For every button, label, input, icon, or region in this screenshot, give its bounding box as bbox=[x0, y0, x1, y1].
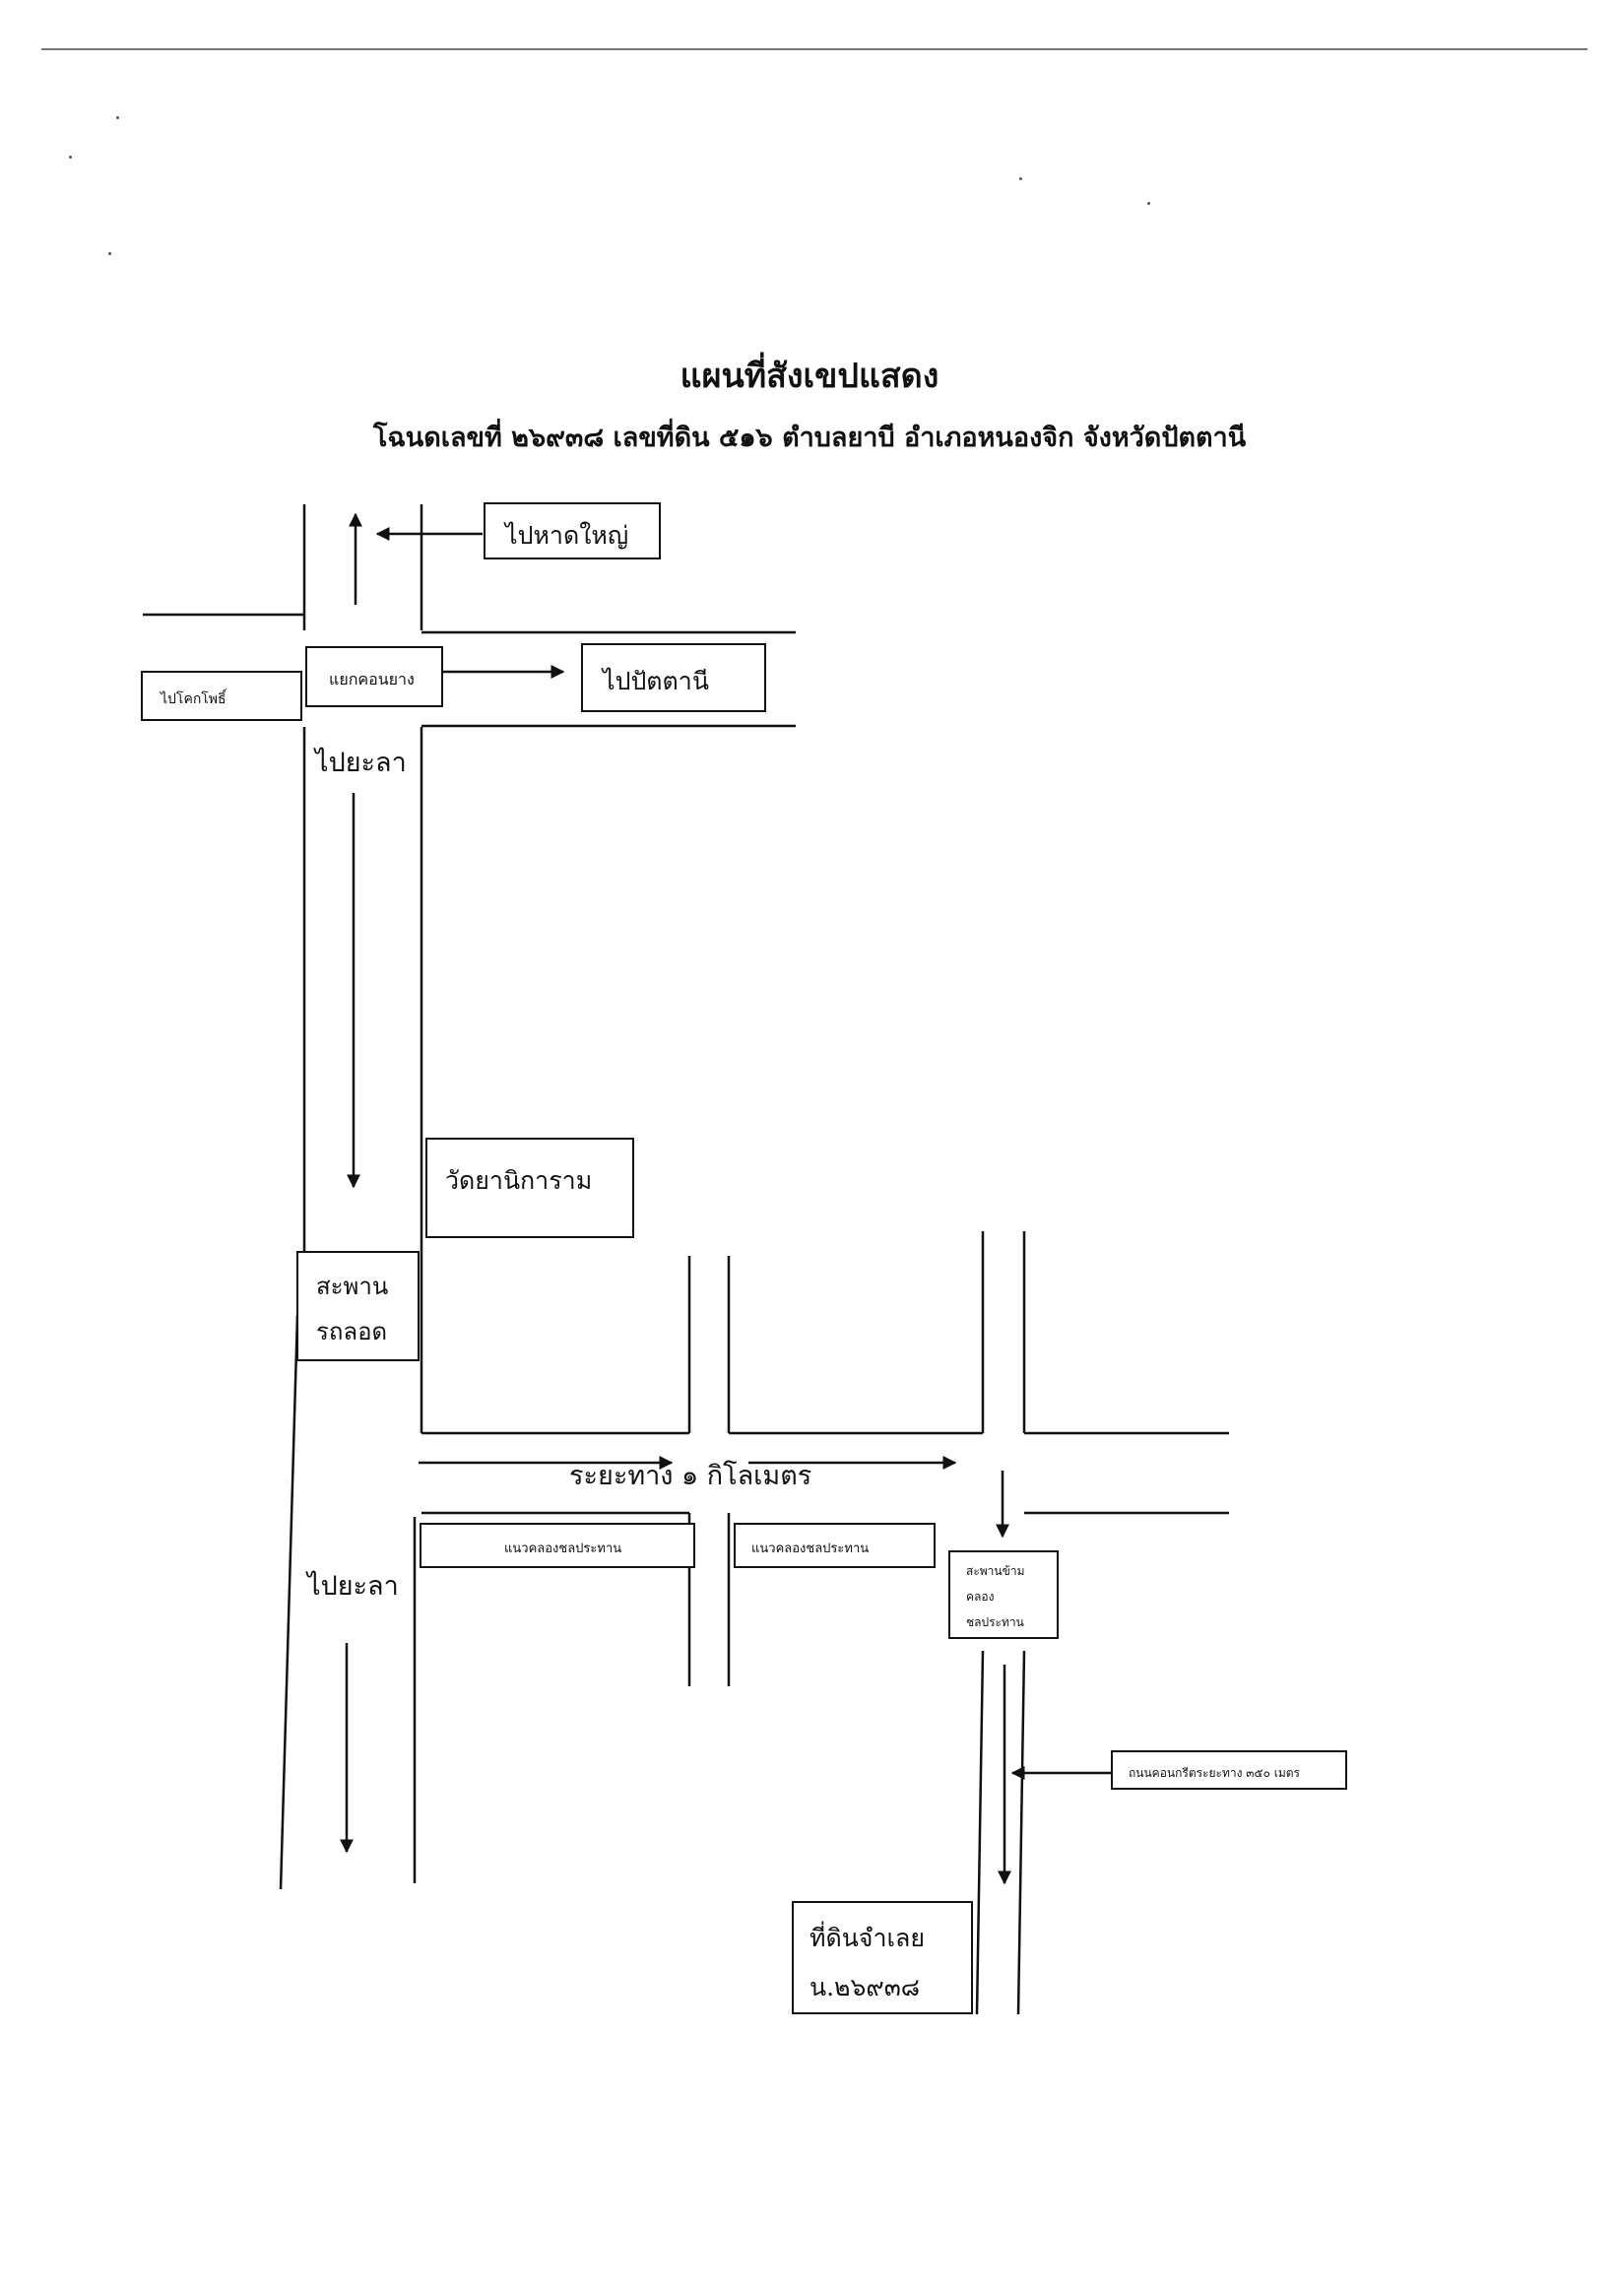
label-box-canal-1: แนวคลองชลประทาน bbox=[420, 1523, 695, 1568]
page-top-rule bbox=[41, 48, 1587, 50]
bridge-label-line2: รถลอด bbox=[316, 1318, 388, 1345]
canal-bridge-line1: สะพานข้าม bbox=[966, 1564, 1025, 1578]
scan-speck bbox=[1147, 202, 1150, 205]
map-title: แผนที่สังเขปแสดง bbox=[680, 357, 939, 396]
land-label-line1: ที่ดินจำเลย bbox=[810, 1924, 926, 1952]
label-box-intersection: แยกคอนยาง bbox=[305, 646, 443, 707]
label-box-temple: วัดยานิการาม bbox=[425, 1138, 634, 1238]
land-label-line2: น.๒๖๙๓๘ bbox=[810, 1973, 921, 2001]
scan-speck bbox=[108, 252, 111, 255]
road-edge bbox=[975, 1650, 985, 2015]
road-edge bbox=[1016, 1650, 1026, 2015]
to-yala-top-label: ไปยะลา bbox=[315, 748, 407, 778]
map-subtitle: โฉนดเลขที่ ๒๖๙๓๘ เลขที่ดิน ๕๑๖ ตำบลยาบี … bbox=[372, 423, 1247, 453]
canal-1-label: แนวคลองชลประทาน bbox=[504, 1542, 622, 1556]
scan-speck bbox=[116, 116, 119, 119]
temple-label: วัดยานิการาม bbox=[445, 1166, 593, 1195]
roads bbox=[143, 504, 1229, 2015]
scan-speck bbox=[69, 156, 72, 159]
concrete-road-label: ถนนคอนกรีตระยะทาง ๓๕๐ เมตร bbox=[1129, 1766, 1300, 1780]
intersection-label: แยกคอนยาง bbox=[329, 670, 415, 689]
canal-bridge-line3: ชลประทาน bbox=[966, 1615, 1024, 1629]
direction-arrows bbox=[236, 512, 1111, 1885]
label-box-to-hat-yai: ไปหาดใหญ่ bbox=[484, 502, 661, 559]
canal-bridge-line2: คลอง bbox=[966, 1590, 995, 1604]
label-box-to-khok-pho: ไปโคกโพธิ์ bbox=[141, 671, 302, 721]
bridge-label-line1: สะพาน bbox=[316, 1273, 389, 1300]
label-box-canal-2: แนวคลองชลประทาน bbox=[734, 1523, 936, 1568]
label-box-land-plot: ที่ดินจำเลย น.๒๖๙๓๘ bbox=[792, 1901, 973, 2014]
to-khok-pho-label: ไปโคกโพธิ์ bbox=[161, 691, 227, 707]
road-edge bbox=[279, 1314, 299, 1890]
distance-label: ระยะทาง ๑ กิโลเมตร bbox=[569, 1461, 812, 1491]
canal-2-label: แนวคลองชลประทาน bbox=[751, 1542, 870, 1556]
label-box-underpass-bridge: สะพาน รถลอด bbox=[296, 1251, 420, 1361]
label-box-concrete-road: ถนนคอนกรีตระยะทาง ๓๕๐ เมตร bbox=[1111, 1750, 1347, 1790]
to-hat-yai-label: ไปหาดใหญ่ bbox=[505, 521, 629, 550]
to-pattani-label: ไปปัตตานี bbox=[603, 667, 709, 695]
to-yala-bottom-label: ไปยะลา bbox=[307, 1571, 399, 1602]
scan-speck bbox=[1019, 177, 1022, 180]
label-box-to-pattani: ไปปัตตานี bbox=[581, 643, 766, 712]
label-box-canal-bridge: สะพานข้าม คลอง ชลประทาน bbox=[948, 1550, 1059, 1639]
